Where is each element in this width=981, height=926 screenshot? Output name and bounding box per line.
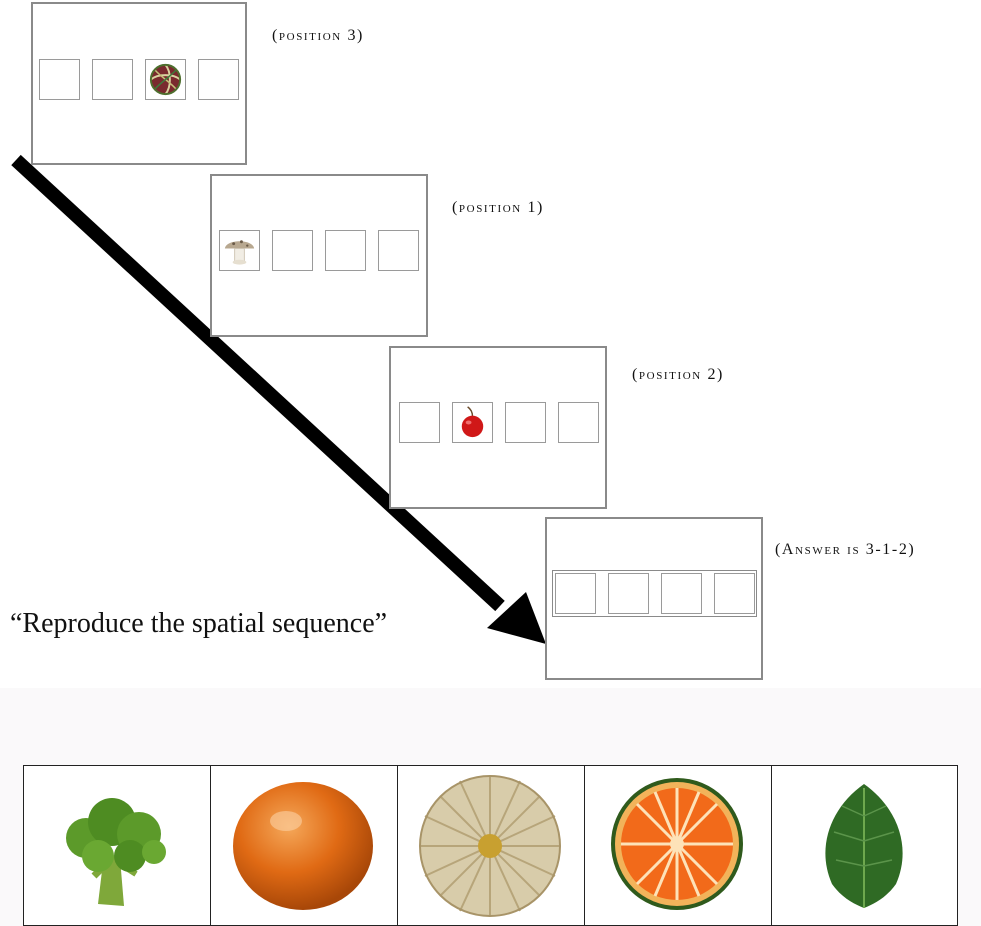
stimulus-strip — [23, 765, 958, 926]
trial-panel-2 — [210, 174, 428, 337]
pumpkin-icon — [419, 775, 561, 917]
orange-icon — [233, 782, 373, 910]
grid-slot[interactable] — [198, 59, 239, 100]
grid-slot[interactable] — [39, 59, 80, 100]
cherry-icon — [461, 406, 484, 438]
stimulus-cell[interactable] — [24, 766, 211, 925]
grid-slot[interactable] — [145, 59, 186, 100]
mushroom-icon — [224, 240, 255, 265]
shiso-leaf-icon — [825, 784, 903, 908]
instruction-text: “Reproduce the spatial sequence” — [10, 608, 388, 639]
grid-slot[interactable] — [399, 402, 440, 443]
panel-caption-2: (position 1) — [452, 199, 544, 216]
panel-caption-3: (position 2) — [632, 366, 724, 383]
answer-panel — [545, 517, 763, 680]
stimulus-cell[interactable] — [585, 766, 772, 925]
trial-panel-3 — [389, 346, 607, 509]
trial-panel-1 — [31, 2, 247, 165]
answer-grid — [552, 570, 757, 617]
grid-slot[interactable] — [325, 230, 366, 271]
stimulus-cell[interactable] — [772, 766, 959, 925]
answer-slot[interactable] — [661, 573, 702, 614]
answer-caption: (Answer is 3-1-2) — [775, 541, 916, 558]
grid-slot[interactable] — [452, 402, 493, 443]
answer-slot[interactable] — [714, 573, 755, 614]
broccoli-icon — [66, 798, 166, 906]
answer-slot[interactable] — [608, 573, 649, 614]
grid-slot[interactable] — [92, 59, 133, 100]
grid-slot[interactable] — [219, 230, 260, 271]
panel-caption-1: (position 3) — [272, 27, 364, 44]
grid-slot[interactable] — [378, 230, 419, 271]
answer-slot[interactable] — [555, 573, 596, 614]
grid-slot[interactable] — [505, 402, 546, 443]
stimulus-cell[interactable] — [211, 766, 398, 925]
stimulus-cell[interactable] — [398, 766, 585, 925]
grid-slot[interactable] — [558, 402, 599, 443]
sliced-orange-icon — [611, 778, 743, 910]
radicchio-icon — [149, 63, 182, 96]
grid-slot[interactable] — [272, 230, 313, 271]
